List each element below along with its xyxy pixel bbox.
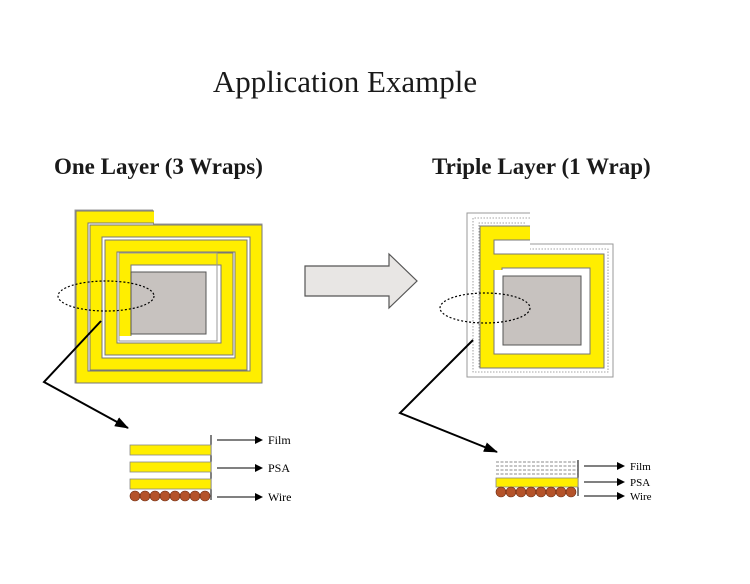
cross-section-marker	[57, 280, 155, 312]
transition-arrow	[304, 252, 418, 310]
core	[502, 275, 582, 346]
triple-tape	[479, 225, 605, 369]
triple-layer-wrap-diagram	[398, 212, 614, 453]
wire-label: Wire	[268, 490, 292, 504]
cross-section-marker	[439, 292, 531, 324]
right-panel-heading: Triple Layer (1 Wrap)	[432, 154, 651, 179]
wire-label: Wire	[630, 491, 652, 503]
wire-row	[129, 490, 211, 502]
psa-label: PSA	[268, 461, 290, 475]
film-label: Film	[630, 461, 651, 473]
callout-line	[42, 320, 129, 429]
core	[130, 271, 207, 335]
callout-line	[398, 339, 498, 453]
right-layer-stack: Film PSA Wire	[495, 460, 652, 503]
page-title: Application Example	[212, 64, 478, 99]
spiral-tape	[75, 210, 263, 384]
left-layer-stack: Film PSA Wire	[129, 433, 292, 504]
film-label: Film	[268, 433, 291, 447]
one-layer-wrap-diagram	[42, 209, 263, 429]
wire-row	[495, 486, 577, 498]
psa-label: PSA	[630, 477, 650, 489]
left-panel-heading: One Layer (3 Wraps)	[54, 154, 263, 179]
